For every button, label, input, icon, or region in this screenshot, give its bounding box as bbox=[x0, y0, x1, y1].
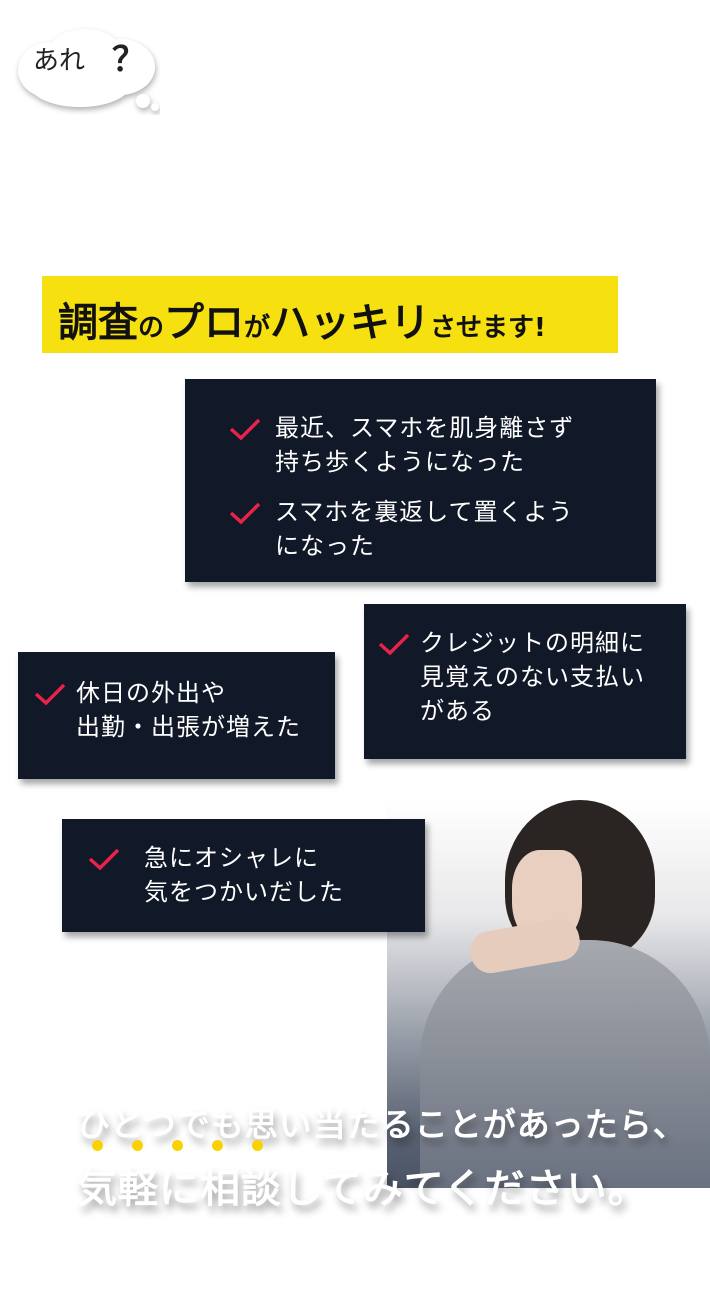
emphasis-dot bbox=[212, 1140, 223, 1151]
cloud-text: あれ bbox=[33, 46, 86, 76]
emphasis-dot bbox=[92, 1140, 103, 1151]
headline-part: ハッキリ bbox=[270, 300, 431, 346]
checklist-item: 最近、スマホを肌身離さず持ち歩くようになった bbox=[229, 411, 574, 479]
emphasis-dot bbox=[132, 1140, 143, 1151]
checklist-item: スマホを裏返して置くようになった bbox=[229, 495, 574, 563]
cloud-question-mark: ？ bbox=[112, 40, 146, 80]
checklist-card: 休日の外出や出勤・出張が増えた bbox=[18, 652, 335, 779]
checklist-item: クレジットの明細に見覚えのない支払いがある bbox=[378, 626, 645, 728]
headline-part: が bbox=[244, 313, 271, 343]
check-icon bbox=[378, 633, 410, 656]
checklist-item: 休日の外出や出勤・出張が増えた bbox=[34, 676, 301, 744]
item-line: 気をつかいだした bbox=[144, 878, 344, 906]
item-line: 持ち歩くようになった bbox=[275, 448, 525, 476]
item-line: 急にオシャレに bbox=[144, 844, 319, 872]
checklist-card: 急にオシャレに気をつかいだした bbox=[62, 819, 425, 932]
item-line: 見覚えのない支払い bbox=[420, 663, 645, 691]
item-line: 出勤・出張が増えた bbox=[76, 713, 301, 741]
check-icon bbox=[229, 502, 261, 525]
check-icon bbox=[88, 848, 120, 871]
check-icon bbox=[229, 418, 261, 441]
item-line: クレジットの明細に bbox=[420, 629, 645, 657]
footer-line-2: 気軽に相談してみてください。 bbox=[77, 1166, 649, 1212]
checklist-card: クレジットの明細に見覚えのない支払いがある bbox=[364, 604, 686, 759]
headline-banner bbox=[42, 276, 618, 353]
emphasis-dot bbox=[172, 1140, 183, 1151]
photo-body bbox=[420, 940, 710, 1188]
checklist-item: 急にオシャレに気をつかいだした bbox=[88, 841, 344, 909]
item-line: がある bbox=[420, 697, 495, 725]
item-line: になった bbox=[275, 532, 375, 560]
headline-part: の bbox=[138, 313, 165, 343]
headline-part: 調査 bbox=[58, 300, 138, 346]
headline-text: 調査のプロがハッキリさせます! bbox=[58, 290, 546, 348]
thought-cloud-icon bbox=[18, 29, 159, 111]
check-icon bbox=[34, 683, 66, 706]
item-line: 休日の外出や bbox=[76, 679, 226, 707]
headline-part: プロ bbox=[164, 300, 245, 346]
item-line: スマホを裏返して置くよう bbox=[275, 498, 574, 526]
emphasis-dot bbox=[252, 1140, 263, 1151]
headline-part: させます! bbox=[430, 313, 546, 343]
item-line: 最近、スマホを肌身離さず bbox=[275, 414, 575, 442]
footer-line-1: ひとつでも思い当たることがあったら、 bbox=[77, 1105, 687, 1144]
checklist-card: 最近、スマホを肌身離さず持ち歩くようになった スマホを裏返して置くようになった bbox=[185, 379, 656, 582]
